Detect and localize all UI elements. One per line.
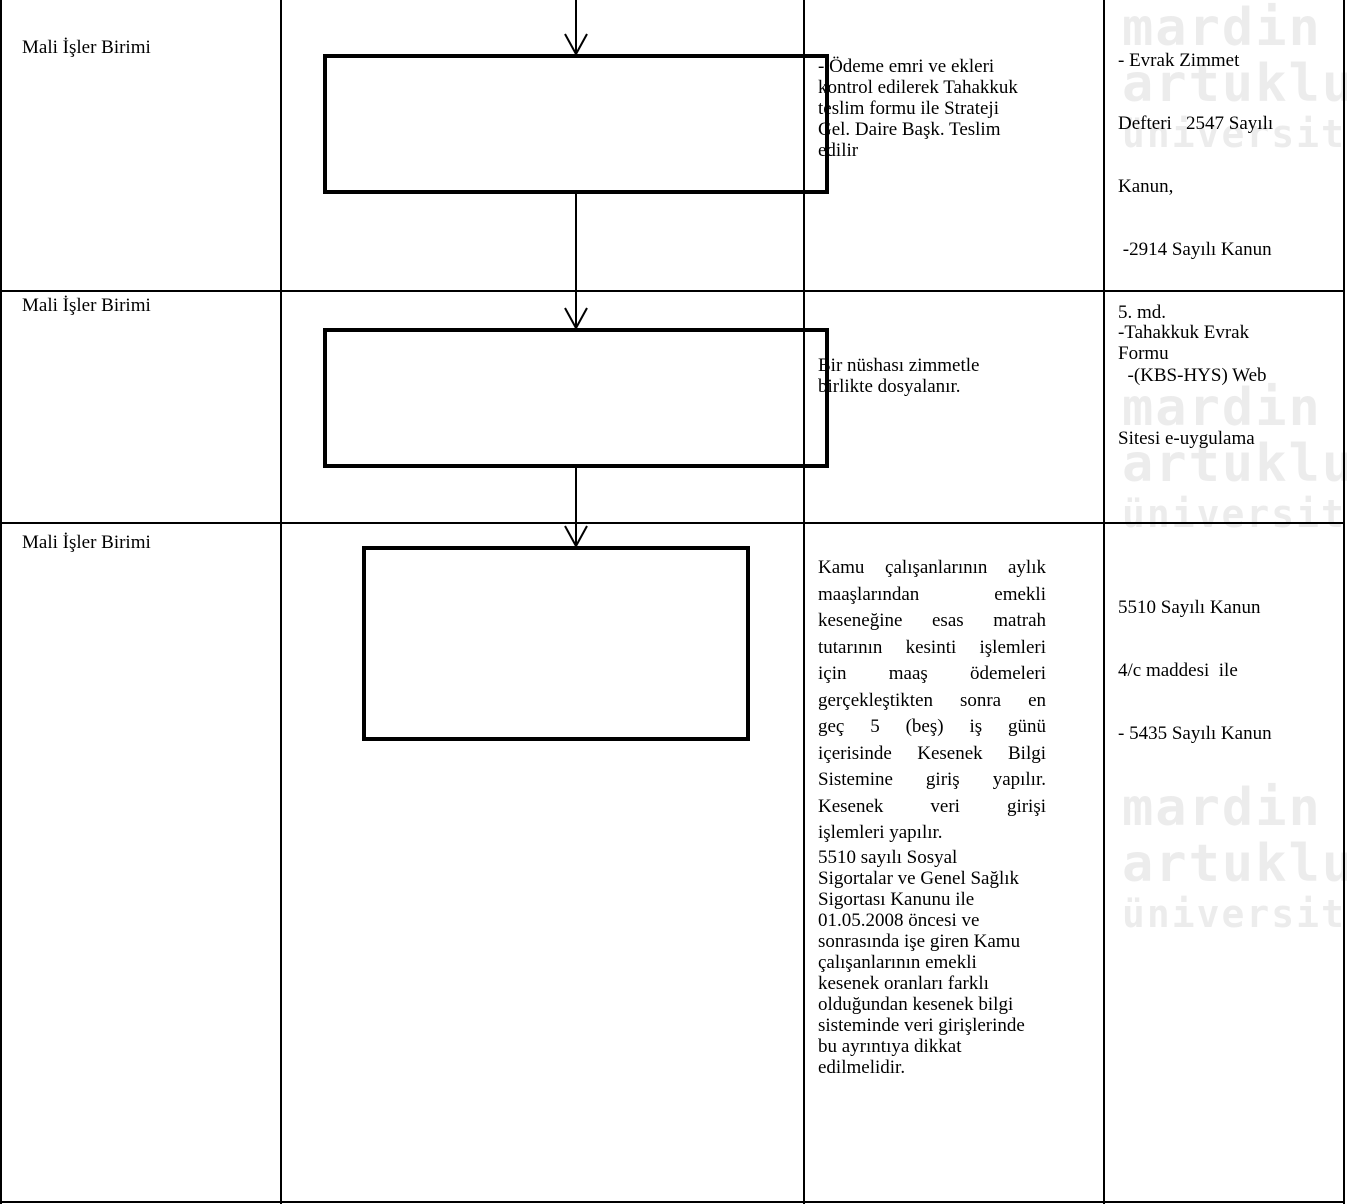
description-line: için maaş ödemeleri — [818, 663, 1046, 684]
watermark-line: artuklu — [1122, 54, 1347, 114]
description-line: teslim formu ile Strateji — [818, 98, 999, 119]
table-column-divider — [280, 0, 282, 1204]
reference-line: Defteri 2547 Sayılı — [1118, 113, 1274, 134]
watermark-line: mardin — [1122, 0, 1322, 58]
process-description: Kamu çalışanlarının aylık maaşlarından e… — [818, 555, 1046, 1078]
description-line: gerçekleştikten sonra en — [818, 689, 1046, 711]
watermark-line: artuklu — [1122, 834, 1347, 894]
description-line: maaşlarından emekli — [818, 583, 1046, 605]
watermark-line: üniversitesi — [1122, 112, 1347, 156]
description-line: tutarının kesinti işlemleri — [818, 636, 1046, 658]
responsible-unit: Mali İşler Birimi — [22, 295, 151, 316]
process-box — [323, 328, 829, 468]
reference-line: -(KBS-HYS) Web — [1118, 365, 1267, 386]
table-border-bottom — [0, 1201, 1345, 1203]
description-line: Sistemine giriş yapılır. — [818, 769, 1046, 790]
watermark-block: mardin artuklu üniversitesi — [1122, 778, 1347, 936]
watermark-line: mardin — [1122, 378, 1322, 438]
description-line: Bir nüshası zimmetle — [818, 355, 980, 376]
table-row-divider — [0, 522, 1345, 524]
process-description: Bir nüshası zimmetle birlikte dosyalanır… — [818, 355, 1046, 397]
legal-reference: - Evrak Zimmet Defteri 2547 Sayılı Kanun… — [1118, 8, 1336, 470]
watermark-line: üniversitesi — [1122, 892, 1347, 936]
description-line: edilir — [818, 140, 859, 161]
description-line: Sigortası Kanunu ile — [818, 888, 975, 910]
description-line: kesenek oranları farklı — [818, 972, 989, 994]
watermark-block: mardin artuklu üniversitesi — [1122, 378, 1347, 536]
description-line: Kesenek veri girişi — [818, 795, 1046, 817]
process-description: - Ödeme emri ve ekleri kontrol edilerek … — [818, 56, 1046, 161]
description-line: çalışanlarının emekli — [818, 951, 977, 973]
process-box — [323, 54, 829, 194]
description-line: Gel. Daire Başk. Teslim — [818, 119, 1001, 140]
reference-line: Formu — [1118, 343, 1169, 364]
reference-line: -2914 Sayılı Kanun — [1118, 239, 1272, 260]
reference-line: -Tahakkuk Evrak — [1118, 322, 1250, 343]
description-line: keseneğine esas matrah — [818, 610, 1046, 631]
description-line: bu ayrıntıya dikkat — [818, 1035, 962, 1057]
description-line: 01.05.2008 öncesi ve — [818, 909, 980, 931]
watermark-block: mardin artuklu üniversitesi — [1122, 0, 1347, 156]
reference-line: Sitesi e-uygulama — [1118, 428, 1255, 449]
description-line: olduğundan kesenek bilgi — [818, 993, 1014, 1015]
description-line: birlikte dosyalanır. — [818, 376, 961, 397]
reference-line: 5. md. — [1118, 302, 1167, 323]
description-line: içerisinde Kesenek Bilgi — [818, 742, 1046, 764]
watermark-line: üniversitesi — [1122, 492, 1347, 536]
description-line: - Ödeme emri ve ekleri — [818, 56, 995, 77]
reference-line: - Evrak Zimmet — [1118, 50, 1240, 71]
responsible-unit: Mali İşler Birimi — [22, 532, 151, 553]
table-column-divider — [1103, 0, 1105, 1204]
description-line: 5510 sayılı Sosyal — [818, 846, 958, 868]
table-column-divider — [803, 0, 805, 1204]
description-line: Kamu çalışanlarının aylık — [818, 557, 1046, 578]
watermark-line: artuklu — [1122, 434, 1347, 494]
description-line: işlemleri yapılır. — [818, 822, 943, 843]
responsible-unit: Mali İşler Birimi — [22, 37, 151, 58]
university-watermark-logo: mardin artuklu üniversitesi mardin artuk… — [1110, 0, 1347, 1204]
table-border-right — [1343, 0, 1345, 1204]
description-line: kontrol edilerek Tahakkuk — [818, 77, 1018, 98]
reference-line: 5510 Sayılı Kanun — [1118, 597, 1261, 618]
watermark-line: mardin — [1122, 778, 1322, 838]
description-line: edilmelidir. — [818, 1056, 906, 1078]
reference-line: - 5435 Sayılı Kanun — [1118, 723, 1272, 744]
process-box — [362, 546, 750, 741]
reference-line: Kanun, — [1118, 176, 1174, 197]
description-line: Sigortalar ve Genel Sağlık — [818, 867, 1020, 889]
table-border-left — [0, 0, 2, 1204]
legal-reference: -Tahakkuk Evrak Formu — [1118, 322, 1336, 364]
table-row-divider — [0, 290, 1345, 292]
description-line: geç 5 (beş) iş günü — [818, 716, 1046, 737]
legal-reference: 5510 Sayılı Kanun 4/c maddesi ile - 5435… — [1118, 555, 1336, 765]
reference-line: 4/c maddesi ile — [1118, 660, 1238, 681]
description-line: sisteminde veri girişlerinde — [818, 1014, 1025, 1036]
description-line: sonrasında işe giren Kamu — [818, 930, 1021, 952]
